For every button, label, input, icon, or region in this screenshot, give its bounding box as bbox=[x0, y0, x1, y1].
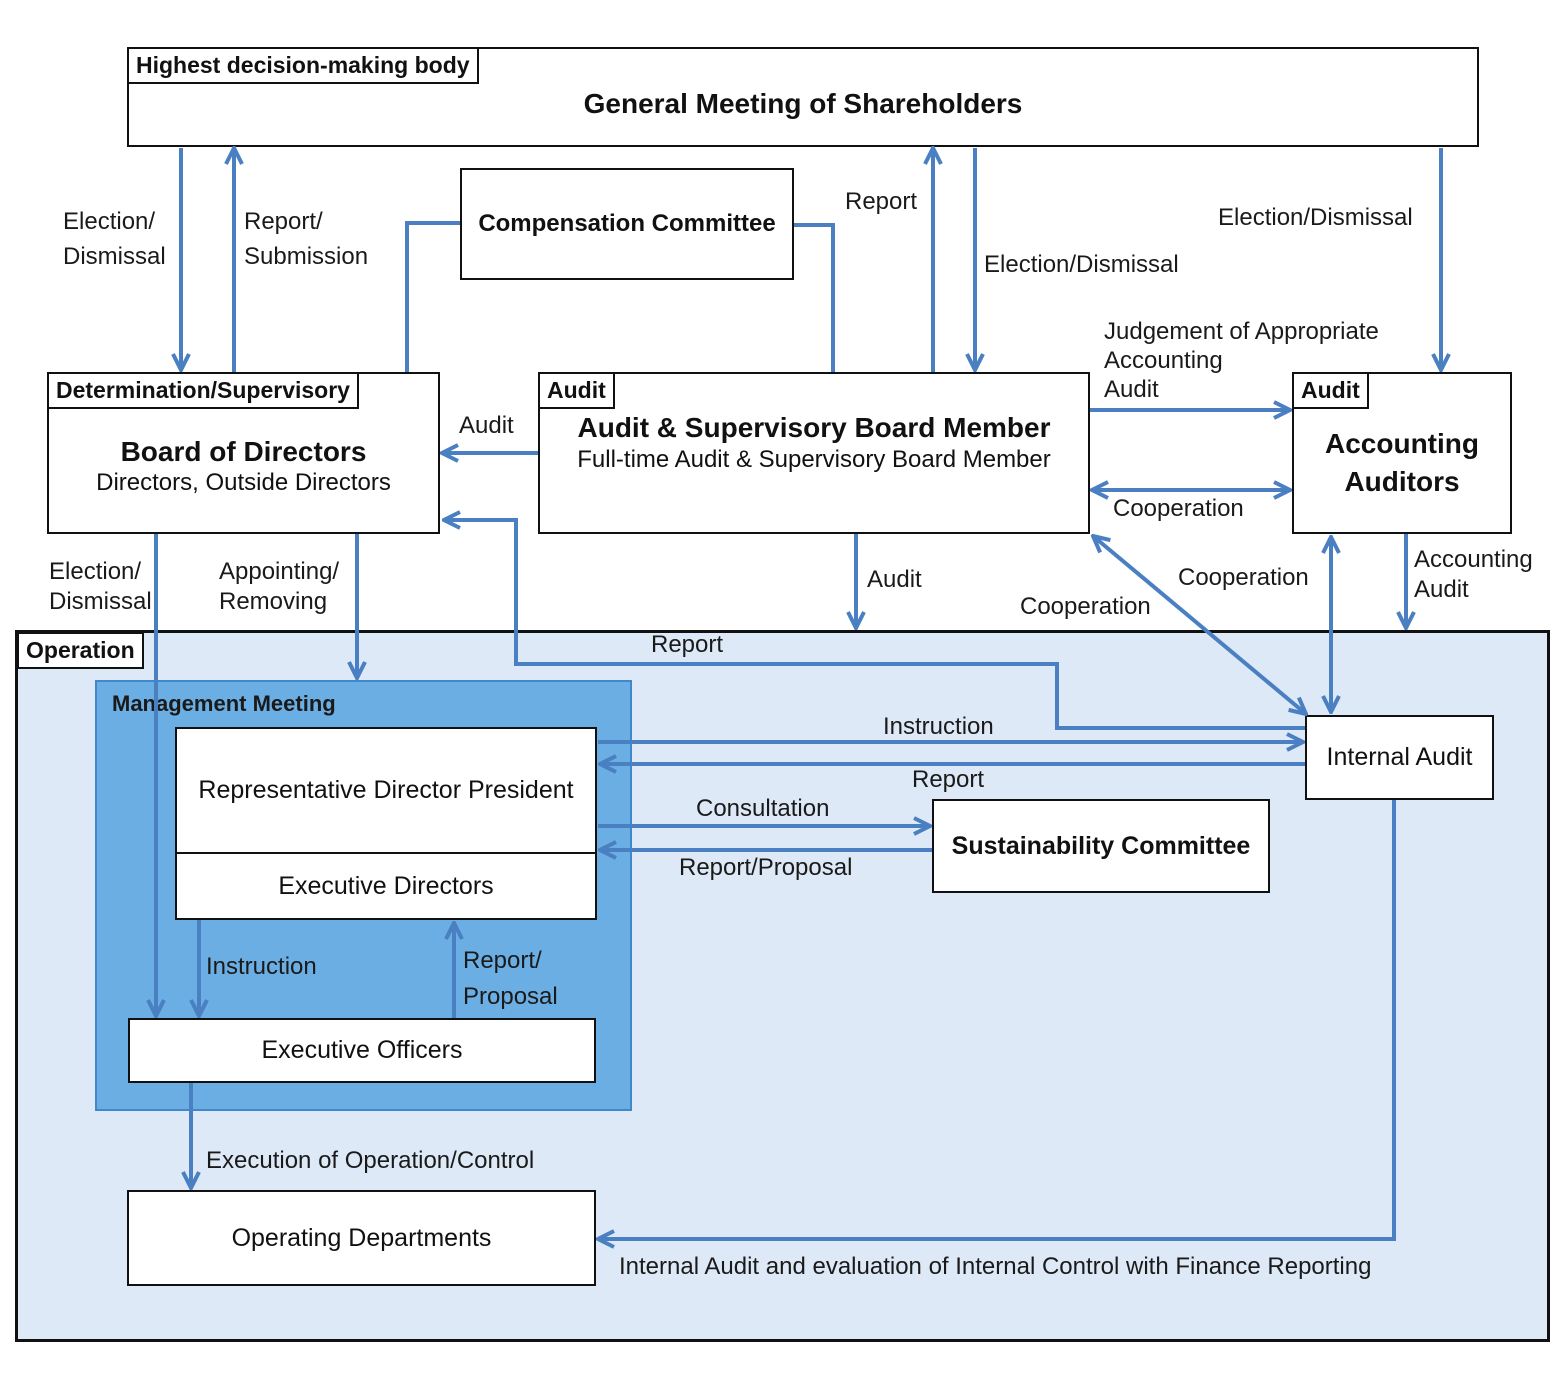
compensation-committee-box: Compensation Committee bbox=[460, 168, 794, 280]
label-consultation: Consultation bbox=[696, 795, 830, 822]
label-audit-board: Audit bbox=[459, 412, 514, 439]
label-accounting-audit-2: Audit bbox=[1414, 576, 1469, 603]
sustainability-committee-box: Sustainability Committee bbox=[932, 799, 1270, 893]
label-report-proposal-officers-1: Report/ bbox=[463, 947, 542, 974]
arrow-cooperation-asb-ia bbox=[1093, 536, 1306, 714]
label-instruction-ia: Instruction bbox=[883, 713, 994, 740]
executive-officers-title: Executive Officers bbox=[261, 1036, 463, 1064]
label-election-dismissal-mgmt-2: Dismissal bbox=[49, 588, 152, 615]
label-election-dismissal-auditors: Election/Dismissal bbox=[1218, 204, 1413, 231]
president-title: Representative Director President bbox=[198, 776, 574, 804]
determination-tag: Determination/Supervisory bbox=[47, 372, 359, 409]
label-election-dismissal-mgmt-1: Election/ bbox=[49, 558, 142, 585]
label-election-dismissal-asb: Election/Dismissal bbox=[984, 251, 1179, 278]
board-of-directors-title: Board of Directors bbox=[120, 436, 367, 467]
operating-departments-box: Operating Departments bbox=[127, 1190, 596, 1286]
board-of-directors-subtitle: Directors, Outside Directors bbox=[96, 469, 391, 496]
asb-member-box: Audit & Supervisory Board Member Full-ti… bbox=[538, 372, 1090, 534]
asb-member-title: Audit & Supervisory Board Member bbox=[577, 412, 1051, 443]
label-execution: Execution of Operation/Control bbox=[206, 1147, 535, 1174]
highest-body-tag: Highest decision-making body bbox=[127, 47, 479, 84]
label-judgement-3: Audit bbox=[1104, 376, 1159, 403]
label-internal-audit-eval: Internal Audit and evaluation of Interna… bbox=[619, 1253, 1372, 1280]
label-cooperation-asb-ia: Cooperation bbox=[1020, 593, 1151, 620]
label-election-dismissal-1: Election/ bbox=[63, 208, 156, 235]
operation-tag: Operation bbox=[17, 632, 144, 669]
label-cooperation-auditors-ia: Cooperation bbox=[1178, 564, 1309, 591]
label-report-proposal-officers-2: Proposal bbox=[463, 983, 558, 1010]
executive-directors-title: Executive Directors bbox=[278, 871, 494, 900]
label-report-ia-president: Report bbox=[912, 766, 985, 793]
internal-audit-box: Internal Audit bbox=[1305, 715, 1494, 800]
arrow-internal-audit-eval bbox=[598, 800, 1396, 1239]
president-box: Representative Director President bbox=[175, 727, 597, 854]
label-election-dismissal-2: Dismissal bbox=[63, 243, 166, 270]
line-comp-asb bbox=[794, 223, 835, 372]
arrow-report-ia-board bbox=[444, 520, 1305, 730]
label-cooperation-asb-auditors: Cooperation bbox=[1113, 495, 1244, 522]
label-appointing-2: Removing bbox=[219, 588, 328, 615]
executive-officers-box: Executive Officers bbox=[128, 1018, 596, 1083]
management-meeting-label: Management Meeting bbox=[112, 691, 336, 716]
label-report-top: Report bbox=[845, 188, 918, 215]
label-accounting-audit-1: Accounting bbox=[1414, 546, 1533, 573]
label-report-proposal: Report/Proposal bbox=[679, 854, 853, 881]
label-judgement-2: Accounting bbox=[1104, 347, 1223, 374]
label-report-ia-board: Report bbox=[651, 631, 724, 658]
general-meeting-box: General Meeting of Shareholders bbox=[127, 47, 1479, 147]
sustainability-committee-title: Sustainability Committee bbox=[951, 831, 1251, 860]
label-instruction-officers: Instruction bbox=[206, 953, 317, 980]
label-judgement-1: Judgement of Appropriate bbox=[1104, 318, 1379, 345]
label-report-submission-1: Report/ bbox=[244, 208, 323, 235]
asb-member-subtitle: Full-time Audit & Supervisory Board Memb… bbox=[577, 446, 1051, 473]
accounting-auditors-title-line1: Accounting bbox=[1325, 428, 1479, 459]
line-comp-board bbox=[405, 221, 460, 372]
internal-audit-title: Internal Audit bbox=[1326, 743, 1473, 771]
asb-audit-tag: Audit bbox=[538, 372, 615, 409]
auditors-audit-tag: Audit bbox=[1292, 372, 1369, 409]
general-meeting-title: General Meeting of Shareholders bbox=[583, 88, 1023, 119]
label-report-submission-2: Submission bbox=[244, 243, 369, 270]
accounting-auditors-title-line2: Auditors bbox=[1344, 466, 1460, 497]
executive-directors-box: Executive Directors bbox=[175, 852, 597, 920]
label-appointing-1: Appointing/ bbox=[219, 558, 340, 585]
compensation-committee-title: Compensation Committee bbox=[478, 210, 776, 237]
label-audit-operation: Audit bbox=[867, 566, 922, 593]
operating-departments-title: Operating Departments bbox=[231, 1223, 492, 1252]
